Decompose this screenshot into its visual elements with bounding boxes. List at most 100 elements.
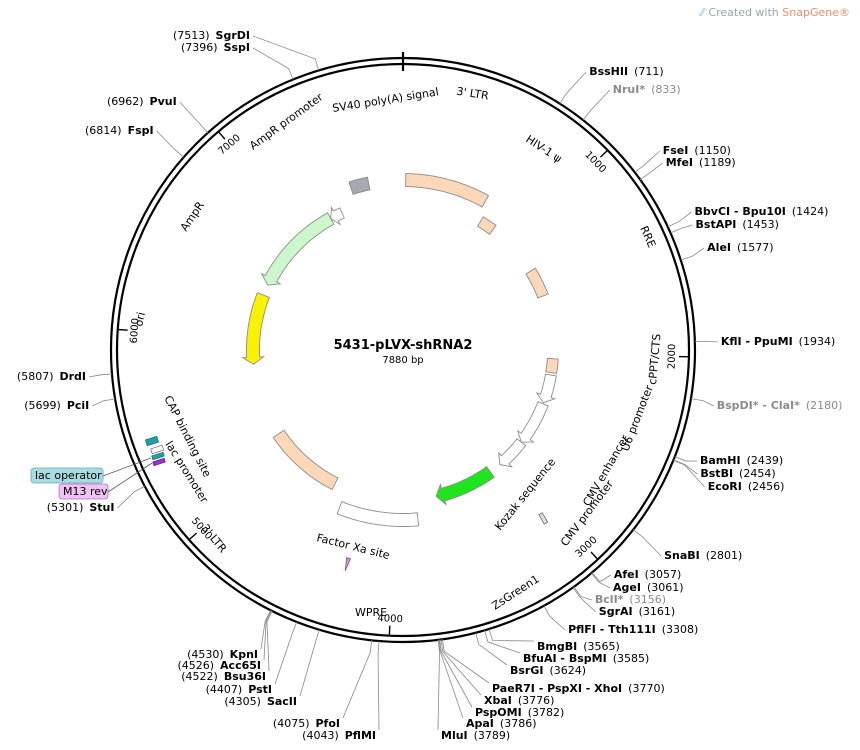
enzyme-position: (3161) xyxy=(639,605,676,618)
enzyme-label: BfuAI - BspMI(3585) xyxy=(523,652,649,665)
enzyme-label: ApaI(3786) xyxy=(466,717,536,730)
enzyme-name: BclI* xyxy=(595,593,624,606)
tick-label: 7000 xyxy=(216,133,243,158)
enzyme-name: PaeR7I - PspXI - XhoI xyxy=(492,682,622,695)
label-rre: RRE xyxy=(637,224,658,250)
enzyme-leader xyxy=(342,640,373,719)
enzyme-position: (4043) xyxy=(302,729,339,742)
kozak-sequence-mark xyxy=(538,512,549,525)
enzyme-name: FseI xyxy=(663,144,689,157)
enzyme-name: BstAPI xyxy=(696,218,737,231)
label-3ltr: 3' LTR xyxy=(455,85,489,103)
enzyme-leader xyxy=(673,459,698,475)
enzyme-position: (6962) xyxy=(107,95,144,108)
enzyme-label: BbvCI - Bpu10I(1424) xyxy=(695,205,829,218)
enzyme-label: (5807)DrdI xyxy=(17,370,86,383)
feature-u6 xyxy=(535,373,557,404)
enzyme-label: AleI(1577) xyxy=(707,241,773,254)
enzyme-name: SgrAI xyxy=(599,605,633,618)
enzyme-leader xyxy=(674,456,697,462)
enzyme-leader xyxy=(673,459,706,488)
enzyme-leader xyxy=(632,529,662,557)
enzyme-position: (3782) xyxy=(528,706,565,719)
enzyme-label: BstBI(2454) xyxy=(700,467,775,480)
enzyme-label: (4522)Bsu36I xyxy=(181,670,266,683)
snapgene-logo-icon: ⁄⁄ xyxy=(700,6,705,19)
enzyme-label: (7396) SspI xyxy=(181,41,250,54)
tick-mark xyxy=(217,131,226,140)
enzyme-label: BspDI* - ClaI*(2180) xyxy=(717,399,843,412)
enzyme-label: BsrGI(3624) xyxy=(510,664,586,677)
enzyme-position: (711) xyxy=(634,65,664,78)
enzyme-label: PflFI - Tth111I(3308) xyxy=(568,623,698,636)
label-sv40-polya: SV40 poly(A) signal xyxy=(331,85,439,115)
enzyme-name: BfuAI - BspMI xyxy=(523,652,607,665)
tick-label: 6000 xyxy=(129,318,142,344)
enzyme-label: MluI(3789) xyxy=(441,729,510,742)
label-m13-rev: M13 rev xyxy=(63,485,108,498)
enzyme-name: SacII xyxy=(267,695,297,708)
enzyme-label: KflI - PpuMI(1934) xyxy=(721,335,835,348)
tick-label: 2000 xyxy=(667,344,679,370)
enzyme-label: PspOMI(3782) xyxy=(475,706,564,719)
feature-cmvprom xyxy=(498,438,527,468)
enzyme-position: (7396) xyxy=(181,41,218,54)
enzyme-label: (6962) PvuI xyxy=(107,95,177,108)
lac-promoter-mark xyxy=(150,444,165,455)
enzyme-name: PvuI xyxy=(150,95,177,108)
enzyme-name: SgrDI xyxy=(216,29,250,42)
enzyme-name: FspI xyxy=(128,124,154,137)
enzyme-leader xyxy=(438,639,464,719)
enzyme-position: (3770) xyxy=(628,682,665,695)
enzyme-position: (1150) xyxy=(694,144,731,157)
label-cppt-cts: cPPT/CTS xyxy=(646,333,663,385)
enzyme-leader xyxy=(634,150,661,173)
enzyme-label: PaeR7I - PspXI - XhoI (3770) xyxy=(492,682,665,695)
enzyme-leader xyxy=(639,162,663,181)
feature-cmvenh xyxy=(516,401,549,443)
enzyme-position: (3789) xyxy=(474,729,511,742)
enzyme-label: MfeI(1189) xyxy=(666,156,736,169)
enzyme-name: BbvCI - Bpu10I xyxy=(695,205,786,218)
enzyme-name: BspDI* - ClaI* xyxy=(717,399,800,412)
enzyme-leader xyxy=(680,247,705,261)
lac-operator-mark xyxy=(151,451,165,461)
enzyme-position: (3061) xyxy=(647,581,684,594)
enzyme-position: (3156) xyxy=(629,593,666,606)
enzyme-leader xyxy=(156,130,184,158)
label-wpre: WPRE xyxy=(355,606,387,619)
enzyme-position: (5807) xyxy=(17,370,54,383)
enzyme-label: (4043)PflMI xyxy=(302,729,376,742)
enzyme-leader xyxy=(252,47,294,80)
enzyme-leader xyxy=(263,610,272,661)
enzyme-leader xyxy=(475,632,508,666)
enzyme-name: SspI xyxy=(224,41,250,54)
features xyxy=(241,173,559,527)
feature-hiv xyxy=(476,216,497,235)
enzyme-label: BclI* (3156) xyxy=(595,593,666,606)
enzyme-leader xyxy=(591,572,612,583)
enzyme-label: (4530)KpnI xyxy=(187,648,258,661)
enzyme-position: (3776) xyxy=(518,694,555,707)
enzyme-leader xyxy=(442,639,490,684)
enzyme-label: AfeI(3057) xyxy=(614,568,681,581)
enzyme-leader xyxy=(670,224,693,234)
label-hiv1-psi: HIV-1 ψ xyxy=(523,133,564,166)
enzyme-leader xyxy=(117,485,145,509)
enzyme-name: AleI xyxy=(707,241,731,254)
enzyme-leader xyxy=(299,629,320,697)
enzyme-name: PflFI - Tth111I xyxy=(568,623,656,636)
enzyme-leader xyxy=(484,630,521,654)
feature-ltr3 xyxy=(405,173,490,208)
enzyme-label: (7513)SgrDI xyxy=(173,29,250,42)
enzyme-label: (4305) SacII xyxy=(224,695,297,708)
enzyme-name: PciI xyxy=(67,399,89,412)
enzyme-position: (833) xyxy=(651,83,681,96)
enzyme-name: NruI* xyxy=(613,83,646,96)
enzyme-label: AgeI(3061) xyxy=(613,581,684,594)
enzyme-name: ApaI xyxy=(466,717,494,730)
label-kozak-sequence: Kozak sequence xyxy=(492,456,558,533)
lac-operator-leader xyxy=(102,457,152,477)
enzyme-position: (4305) xyxy=(224,695,261,708)
plasmid-name: 5431-pLVX-shRNA2 xyxy=(334,338,473,353)
